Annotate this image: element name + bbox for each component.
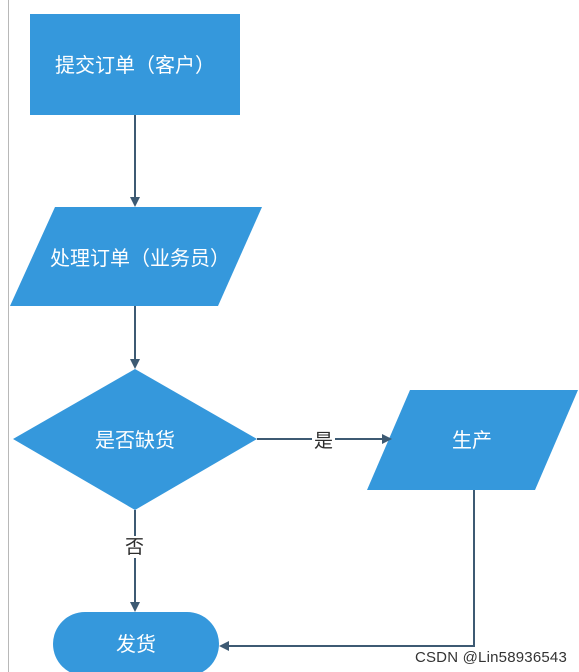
produce-parallelogram	[367, 390, 578, 490]
produce-label: 生产	[452, 428, 492, 452]
ship-rounded-box	[53, 612, 219, 672]
csdn-watermark: CSDN @Lin58936543	[414, 649, 567, 666]
ship-label: 发货	[116, 632, 156, 656]
connector-produce-to-ship	[219, 490, 475, 651]
yes-edge-label: 是	[312, 430, 336, 452]
submit-order-label: 提交订单（客户）	[55, 52, 215, 77]
out-of-stock-decision-label: 是否缺货	[95, 428, 175, 452]
process-order-label: 处理订单（业务员）	[50, 246, 230, 270]
left-border-line	[8, 0, 9, 672]
submit-order-box	[30, 14, 240, 115]
out-of-stock-decision-diamond	[13, 369, 257, 510]
no-edge-label: 否	[123, 536, 147, 558]
process-order-parallelogram	[10, 207, 262, 306]
